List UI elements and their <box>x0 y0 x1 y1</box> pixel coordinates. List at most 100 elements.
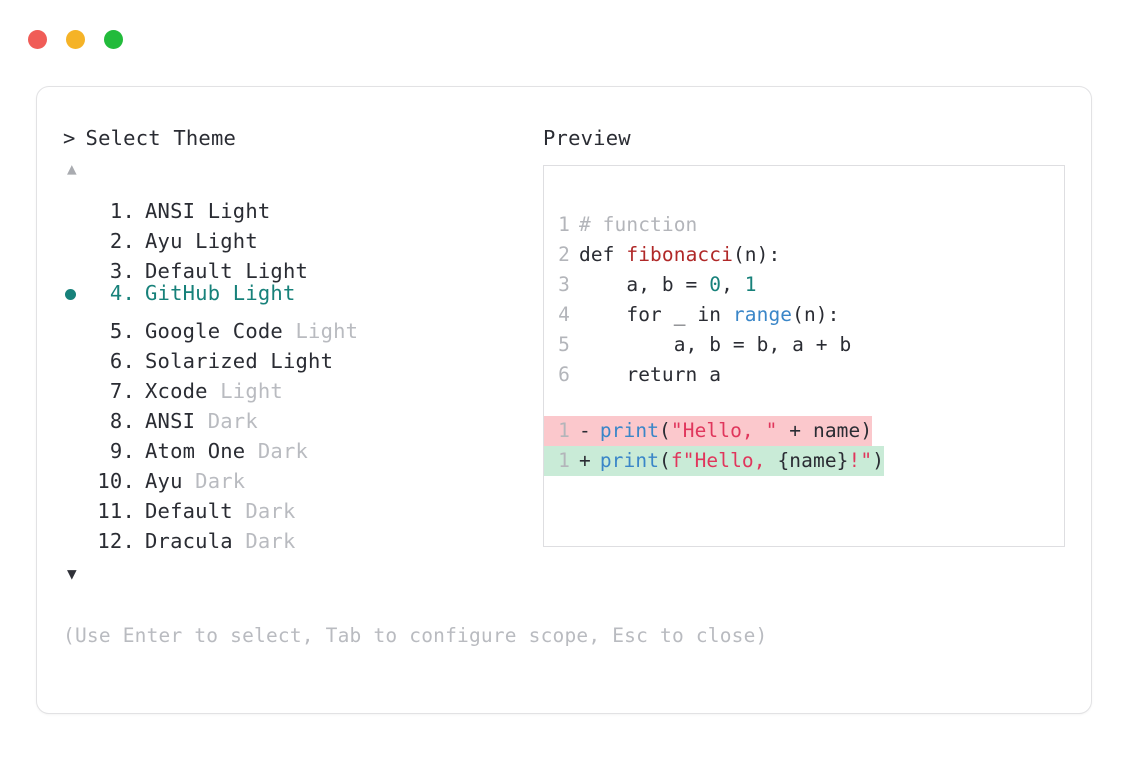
theme-item-name: Solarized Light <box>145 349 334 373</box>
theme-item-variant: Dark <box>195 409 258 433</box>
theme-item-name: Default <box>145 499 233 523</box>
window-close-button[interactable] <box>28 30 47 49</box>
theme-list-item[interactable]: 4. GitHub Light <box>63 278 533 308</box>
code-line: 4 for _ in range(n): <box>544 300 1064 330</box>
code-line-text: a, b = b, a + b <box>570 330 852 360</box>
code-line: 1 # function <box>544 210 1064 240</box>
theme-list-item[interactable]: 8. ANSI Dark <box>63 398 533 433</box>
theme-item-variant: Light <box>282 319 359 343</box>
code-token-builtin: print <box>599 419 660 442</box>
theme-item-index: 4. <box>109 281 135 305</box>
code-line-number: 1 <box>558 449 570 472</box>
code-diff-line-removed: 1-print("Hello, " + name) <box>544 416 873 446</box>
theme-list-item[interactable]: 1. ANSI Light <box>63 188 533 223</box>
theme-item-label: Default Light <box>145 256 308 286</box>
code-token-builtin: print <box>599 449 660 472</box>
code-diff-line-added: 1+print(f"Hello, {name}!") <box>544 446 885 476</box>
code-line-text: a, b = 0, 1 <box>570 270 757 300</box>
theme-item-label: Solarized Light <box>145 346 333 376</box>
theme-item-label: Google Code Light <box>145 316 358 346</box>
code-token-plain: , <box>721 273 745 296</box>
theme-item-name: Xcode <box>145 379 208 403</box>
selection-bullet-cell <box>63 280 91 310</box>
theme-item-name: ANSI Light <box>145 199 271 223</box>
theme-item-index: 6. <box>109 349 135 373</box>
theme-item-index: 1. <box>109 199 135 223</box>
code-token-builtin: range <box>732 303 793 326</box>
code-line-text: return a <box>570 360 721 390</box>
theme-item-index: 7. <box>109 379 135 403</box>
selection-bullet-cell <box>63 338 91 368</box>
code-line-number: 4 <box>558 303 570 326</box>
theme-list-item[interactable]: 5. Google Code Light <box>63 308 533 343</box>
preview-header: Preview <box>543 126 631 150</box>
code-line-number: 1 <box>558 419 570 442</box>
theme-list-item[interactable]: 10. Ayu Dark <box>63 458 533 493</box>
code-token-num: 1 <box>744 273 757 296</box>
theme-item-label: ANSI Light <box>145 196 270 226</box>
theme-list-item[interactable]: 9. Atom One Dark <box>63 428 533 463</box>
theme-item-index: 12. <box>97 529 135 553</box>
theme-item-name: ANSI <box>145 409 196 433</box>
theme-item-index: 5. <box>109 319 135 343</box>
theme-item-label: Ayu Dark <box>145 466 245 496</box>
theme-item-index: 10. <box>97 469 135 493</box>
selection-bullet-cell <box>63 518 91 548</box>
selection-bullet-cell <box>63 488 91 518</box>
theme-item-name: Atom One <box>145 439 246 463</box>
code-token-comment: # function <box>579 213 698 236</box>
code-token-plain: for _ in <box>579 303 733 326</box>
theme-item-index: 9. <box>109 439 135 463</box>
theme-item-name: GitHub Light <box>145 281 296 305</box>
theme-item-name: Dracula <box>145 529 233 553</box>
theme-item-label: Atom One Dark <box>145 436 308 466</box>
code-line-text: # function <box>570 210 697 240</box>
scroll-up-arrow-icon[interactable]: ▲ <box>67 159 77 178</box>
theme-item-name: Ayu <box>145 469 183 493</box>
code-token-string: !" <box>848 449 873 472</box>
code-diff-spacer <box>544 390 1064 416</box>
code-token-plain: (n): <box>732 243 781 266</box>
code-token-plain: a, b = b, a + b <box>579 333 852 356</box>
selected-bullet-icon <box>65 289 76 300</box>
theme-item-variant: Dark <box>245 439 309 463</box>
code-line-number: 1 <box>558 213 570 236</box>
code-token-func: fibonacci <box>626 243 733 266</box>
theme-item-variant: Dark <box>232 529 296 553</box>
theme-list-item[interactable]: 6. Solarized Light <box>63 338 533 373</box>
code-line-number: 2 <box>558 243 570 266</box>
selection-bullet-cell <box>63 428 91 458</box>
code-line-number: 5 <box>558 333 570 356</box>
code-token-string: f"Hello, <box>670 449 778 472</box>
code-diff-marker: - <box>579 419 591 442</box>
theme-item-label: GitHub Light <box>145 278 296 308</box>
code-line-number: 6 <box>558 363 570 386</box>
code-line-text: print("Hello, " + name) <box>591 416 872 446</box>
theme-list-item[interactable]: 12. Dracula Dark <box>63 518 533 553</box>
window-zoom-button[interactable] <box>104 30 123 49</box>
theme-list-item[interactable]: 7.Xcode Light <box>63 368 533 403</box>
theme-list-item[interactable]: 2. Ayu Light <box>63 218 533 253</box>
code-line-number: 3 <box>558 273 570 296</box>
selection-bullet-cell <box>63 218 91 248</box>
theme-item-index: 2. <box>109 229 135 253</box>
theme-item-label: Ayu Light <box>145 226 258 256</box>
code-token-string: "Hello, " <box>670 419 778 442</box>
code-line: 5 a, b = b, a + b <box>544 330 1064 360</box>
theme-item-index: 8. <box>109 409 135 433</box>
theme-item-index: 3. <box>109 259 135 283</box>
code-line-text: def fibonacci(n): <box>570 240 780 270</box>
theme-list-item[interactable]: 11.Default Dark <box>63 488 533 523</box>
window-minimize-button[interactable] <box>66 30 85 49</box>
scroll-down-arrow-icon[interactable]: ▼ <box>67 564 77 583</box>
theme-list-item[interactable]: 3. Default Light <box>63 248 533 283</box>
code-token-plain: def <box>579 243 627 266</box>
code-token-plain: ( <box>659 449 671 472</box>
keyboard-hint-text: (Use Enter to select, Tab to configure s… <box>63 624 768 647</box>
code-token-plain: {name} <box>777 449 849 472</box>
theme-item-variant: Dark <box>182 469 246 493</box>
